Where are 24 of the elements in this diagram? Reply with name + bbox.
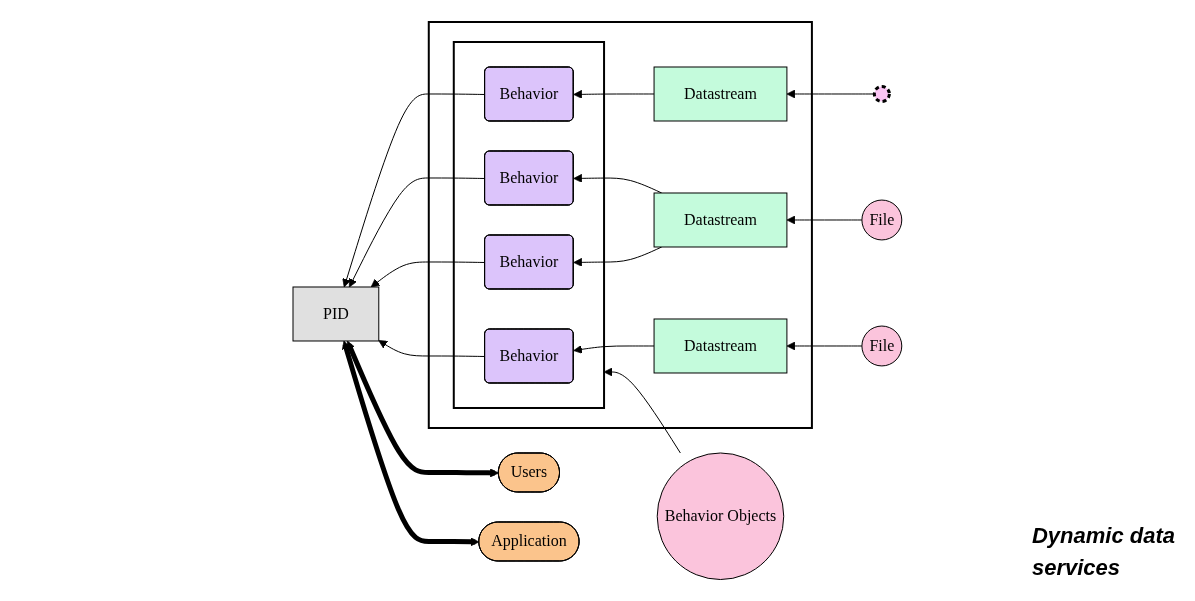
node-circle: File (861, 325, 903, 367)
arrow (573, 89, 655, 99)
node-box: Datastream (653, 192, 788, 248)
arrow (573, 344, 655, 354)
note-text: services (1031, 555, 1122, 581)
arrow (346, 340, 499, 478)
arrow (349, 177, 486, 288)
arrow (378, 339, 486, 357)
arrow (786, 89, 875, 99)
node-box: Datastream (653, 66, 788, 122)
arrow (342, 340, 480, 546)
node-circle: Behavior Objects (656, 452, 785, 580)
node-box: Datastream (653, 318, 788, 374)
cluster (427, 20, 813, 429)
arrow (342, 93, 486, 288)
cluster (452, 40, 606, 409)
node-box: PID (292, 286, 380, 342)
arrow (370, 261, 486, 288)
note-text: Dynamic data (1031, 523, 1175, 549)
arrow (786, 215, 863, 225)
node-circle: File (861, 199, 903, 241)
arrow (603, 367, 681, 454)
node-circle (872, 84, 891, 103)
arrow (786, 341, 863, 351)
